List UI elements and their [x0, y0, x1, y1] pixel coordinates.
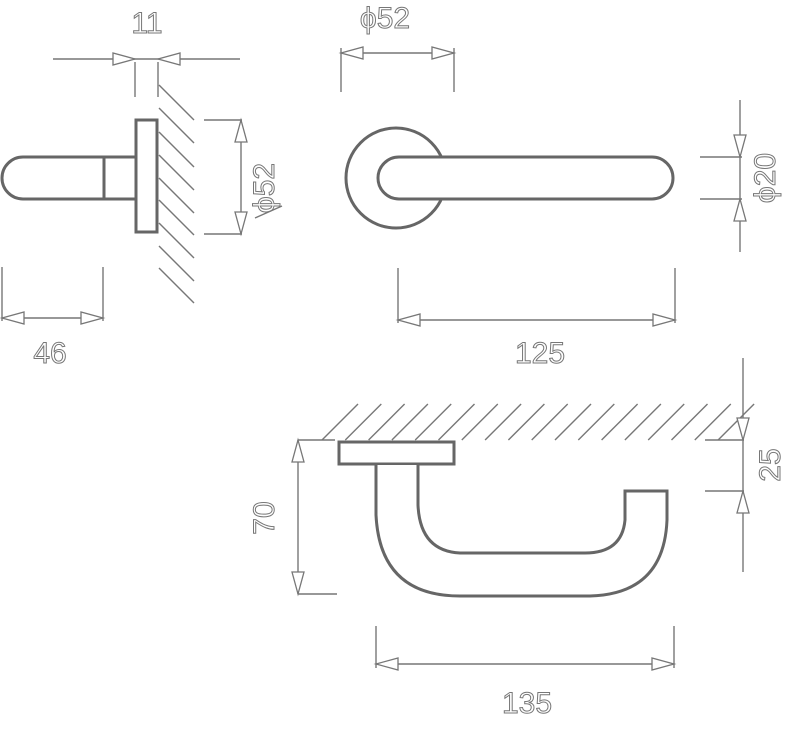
side-lever	[0, 155, 138, 201]
hatch-line	[671, 403, 708, 441]
top-view: 70 25 135	[247, 358, 787, 720]
arrowhead	[652, 313, 678, 327]
hatch-line	[391, 403, 429, 441]
dimension-label-25: 25	[754, 448, 787, 481]
side-rose	[134, 118, 159, 234]
arrowhead	[155, 52, 181, 66]
arrowhead	[234, 117, 248, 143]
top-lever	[374, 465, 669, 598]
arrowhead	[80, 311, 106, 325]
hatch-line	[601, 403, 639, 441]
hatch-line	[647, 403, 685, 441]
arrowhead	[338, 46, 364, 60]
wall-hatching-top	[321, 403, 755, 441]
hatch-line	[624, 403, 662, 441]
hatch-line	[158, 199, 195, 236]
wall-hatching-side	[158, 84, 195, 304]
dimension-label-46: 46	[33, 337, 66, 370]
front-view: ϕ52 ϕ20 125	[340, 1, 782, 370]
hatch-line	[158, 245, 195, 282]
arrowhead	[0, 311, 25, 325]
hatch-line	[158, 107, 195, 144]
hatch-line	[368, 403, 406, 441]
arrowhead	[736, 488, 750, 514]
hatch-line	[158, 84, 195, 121]
hatch-line	[554, 403, 592, 441]
dimension-label-52-front: ϕ52	[360, 2, 410, 35]
dimension-label-11: 11	[131, 7, 162, 40]
hatch-line	[158, 131, 195, 168]
hatch-line	[461, 403, 499, 441]
hatch-line	[158, 154, 195, 191]
side-view: 11 ϕ52 46	[0, 6, 281, 370]
hatch-line	[344, 403, 382, 441]
hatch-line	[321, 403, 359, 441]
hatch-line	[158, 267, 195, 304]
hatch-line	[158, 222, 195, 259]
front-lever	[376, 155, 675, 201]
dimension-label-20: ϕ20	[749, 153, 782, 203]
hatch-line	[717, 403, 755, 441]
diameter-symbol-slash	[254, 205, 283, 219]
hatch-line	[577, 403, 615, 441]
arrowhead	[651, 657, 677, 671]
arrowhead	[736, 417, 750, 443]
dimension-arrows	[0, 46, 750, 671]
arrowhead	[112, 52, 138, 66]
arrowhead	[733, 134, 747, 160]
arrowhead	[373, 657, 399, 671]
arrowhead	[234, 211, 248, 237]
hatch-line	[414, 403, 452, 441]
arrowhead	[431, 46, 457, 60]
hatch-line	[507, 403, 545, 441]
hatch-line	[438, 403, 475, 441]
hatch-line	[158, 177, 195, 214]
hatch-line	[694, 403, 732, 441]
hatch-line	[484, 403, 522, 441]
dimension-label-70: 70	[248, 501, 281, 534]
arrowhead	[291, 437, 305, 463]
dimension-label-52-side: ϕ52	[248, 163, 281, 213]
dimension-label-135: 135	[502, 687, 552, 720]
arrowhead	[733, 196, 747, 222]
arrowhead	[291, 571, 305, 597]
dimension-label-125: 125	[515, 337, 565, 370]
hatch-line	[531, 403, 569, 441]
arrowhead	[395, 313, 421, 327]
top-rose	[337, 440, 456, 466]
